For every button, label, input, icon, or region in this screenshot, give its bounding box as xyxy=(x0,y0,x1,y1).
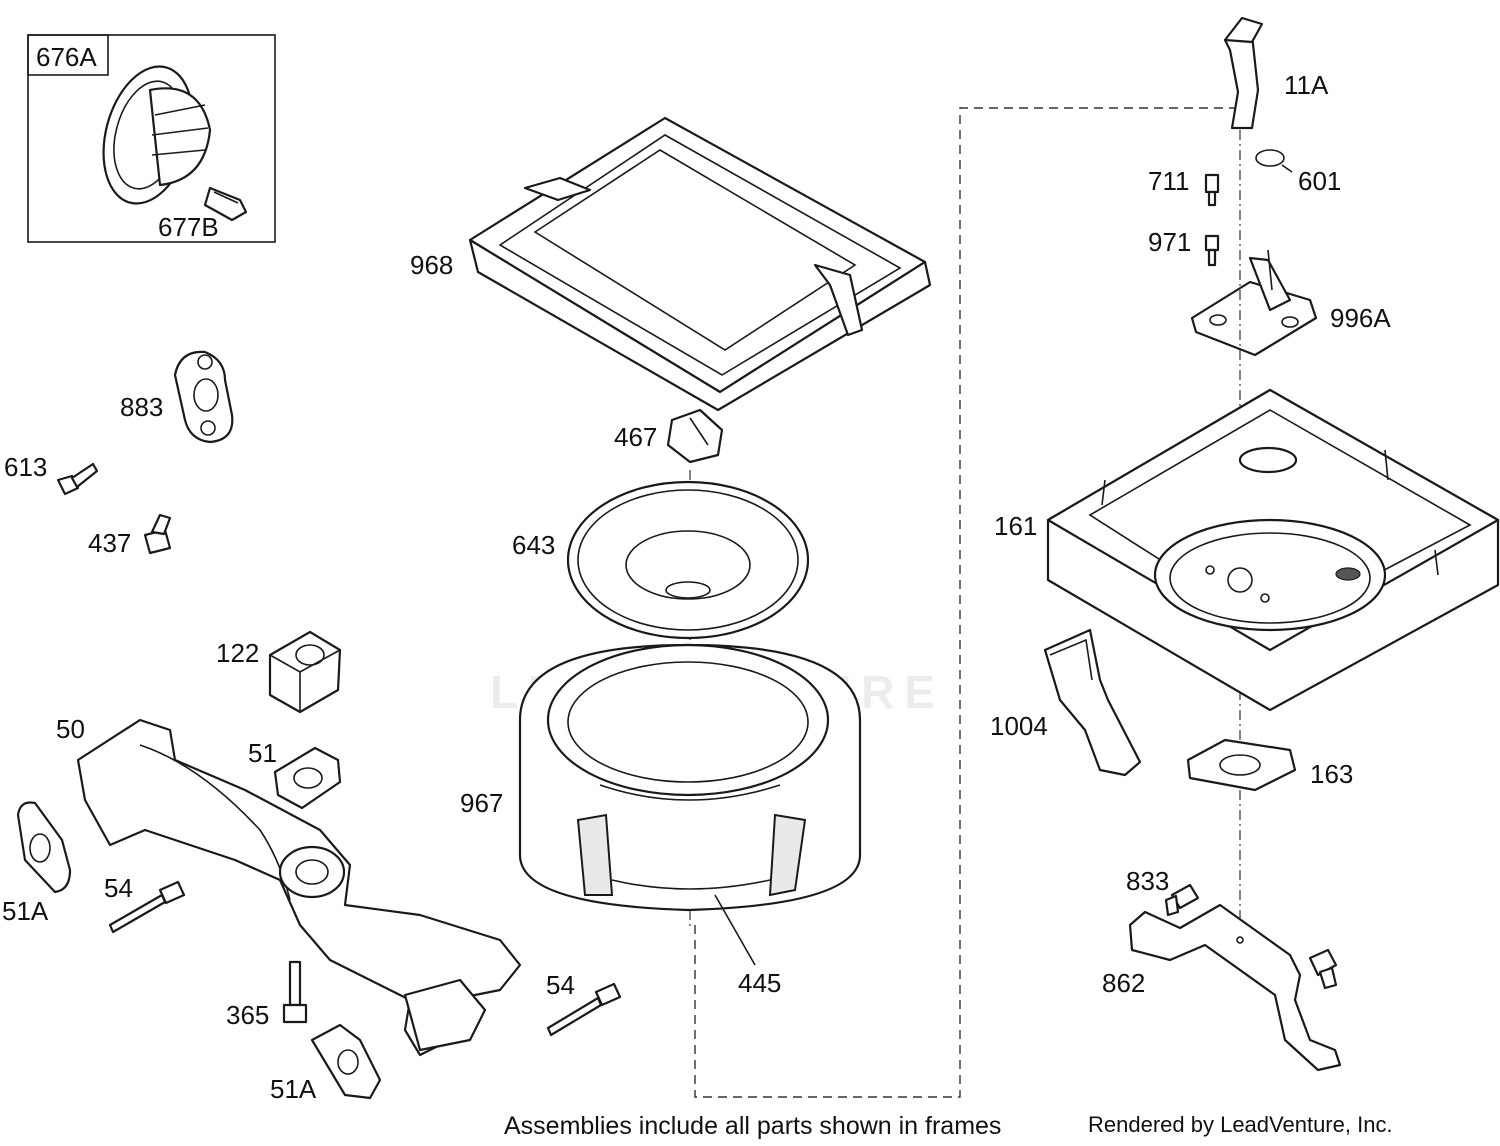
part-677b-screw xyxy=(203,186,248,222)
part-711-screw xyxy=(1204,173,1220,207)
label-51a-left: 51A xyxy=(2,896,49,926)
part-1004-duct xyxy=(1043,628,1142,777)
footer-note: Assemblies include all parts shown in fr… xyxy=(504,1112,1001,1140)
label-677b: 677B xyxy=(158,212,219,242)
part-968-cover xyxy=(468,116,932,412)
credit-text: Rendered by LeadVenture, Inc. xyxy=(1088,1112,1393,1137)
part-643-disc xyxy=(566,480,810,640)
label-365: 365 xyxy=(226,1000,269,1030)
part-51a-left-gasket xyxy=(16,801,72,894)
leader-445 xyxy=(714,894,756,966)
part-883-gasket xyxy=(173,350,234,444)
label-833: 833 xyxy=(1126,866,1169,896)
part-467-knob xyxy=(666,408,724,464)
label-971: 971 xyxy=(1148,227,1191,257)
part-11a-tube xyxy=(1223,16,1264,130)
part-54-bottom-bolt xyxy=(546,982,622,1037)
label-467: 467 xyxy=(614,422,657,452)
part-51a-bottom-gasket xyxy=(310,1023,382,1100)
label-601: 601 xyxy=(1298,166,1341,196)
part-996a-bracket xyxy=(1190,249,1318,357)
part-601-clamp xyxy=(1255,149,1293,173)
label-967: 967 xyxy=(460,788,503,818)
label-711: 711 xyxy=(1148,166,1189,196)
label-1004: 1004 xyxy=(990,711,1048,741)
part-122-spacer xyxy=(268,630,342,714)
part-50-pipe xyxy=(76,718,522,1057)
part-862-screw xyxy=(1308,948,1338,990)
label-445: 445 xyxy=(738,968,781,998)
part-676a-cap xyxy=(102,65,212,205)
part-365-bolt xyxy=(282,960,308,1024)
label-968: 968 xyxy=(410,250,453,280)
label-437: 437 xyxy=(88,528,131,558)
label-50: 50 xyxy=(56,714,85,744)
label-54-left: 54 xyxy=(104,873,133,903)
frame-filter-assembly xyxy=(694,107,1241,1098)
frame-676a xyxy=(27,34,276,243)
part-613-bolt xyxy=(56,462,99,496)
label-996a: 996A xyxy=(1330,303,1391,333)
part-437-bolt xyxy=(143,513,172,555)
part-51-gasket xyxy=(273,746,342,810)
label-676a: 676A xyxy=(36,42,97,72)
part-862-bracket xyxy=(1128,903,1342,1072)
part-833-screw xyxy=(1164,883,1200,917)
label-163: 163 xyxy=(1310,759,1353,789)
part-54-left-bolt xyxy=(108,880,186,934)
label-51a-bottom: 51A xyxy=(270,1074,317,1104)
label-122: 122 xyxy=(216,638,259,668)
part-967-filter xyxy=(518,643,862,912)
label-51: 51 xyxy=(248,738,277,768)
label-613: 613 xyxy=(4,452,47,482)
label-54-bottom: 54 xyxy=(546,970,575,1000)
label-883: 883 xyxy=(120,392,163,422)
label-643: 643 xyxy=(512,530,555,560)
part-161-base xyxy=(1046,388,1500,712)
label-862: 862 xyxy=(1102,968,1145,998)
label-11a: 11A xyxy=(1284,70,1329,100)
part-971-screw xyxy=(1204,234,1220,267)
part-163-gasket xyxy=(1186,738,1297,792)
label-161: 161 xyxy=(994,511,1037,541)
